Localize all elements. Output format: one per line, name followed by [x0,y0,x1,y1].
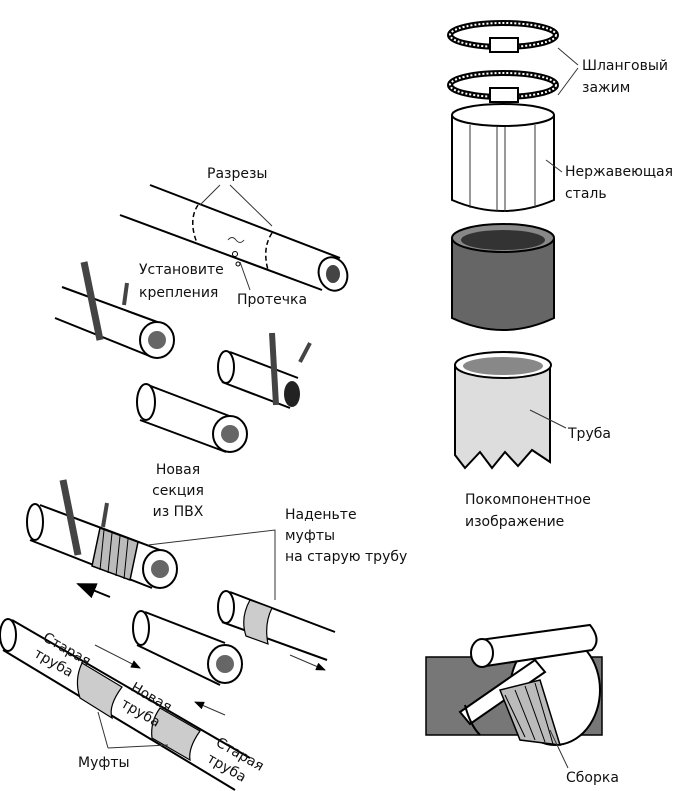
label-stainless-2: сталь [565,186,607,202]
label-hose-clamp-1: Шланговый [582,58,668,74]
label-couplings: Муфты [78,755,130,771]
assembled-pipe [0,618,251,791]
label-install-2: крепления [139,285,218,301]
label-put-on-3: на старую трубу [285,549,407,565]
pipe-component [454,351,567,470]
label-install-1: Установите [139,262,224,278]
old-pipe-with-band [217,590,336,671]
new-pvc-section [136,383,248,453]
label-stainless-1: Нержавеющая [565,164,673,180]
label-exploded-2: изображение [465,514,564,530]
label-new-section-1: Новая [156,462,200,478]
label-exploded-1: Покомпонентное [465,492,591,508]
label-put-on-2: муфты [285,528,335,544]
assembly-view [425,623,603,769]
cut-pipe-right [217,332,312,409]
label-cuts: Разрезы [207,166,267,182]
leaking-pipe [119,184,349,292]
label-assembly: Сборка [566,770,619,786]
leak-icon [227,237,245,243]
hose-clamps [447,20,579,103]
stainless-sleeve [451,103,563,212]
cut-pipe-left [54,261,175,359]
pipe-with-couplings [26,479,178,599]
label-new-section-3: из ПВХ [153,504,204,520]
label-pipe: Труба [567,426,611,442]
label-put-on-1: Наденьте [285,507,357,523]
label-new-section-2: секция [152,483,204,499]
label-leak: Протечка [237,292,307,308]
new-pipe-segment [94,610,243,716]
rubber-sleeve [451,223,555,331]
label-hose-clamp-2: зажим [582,80,630,96]
